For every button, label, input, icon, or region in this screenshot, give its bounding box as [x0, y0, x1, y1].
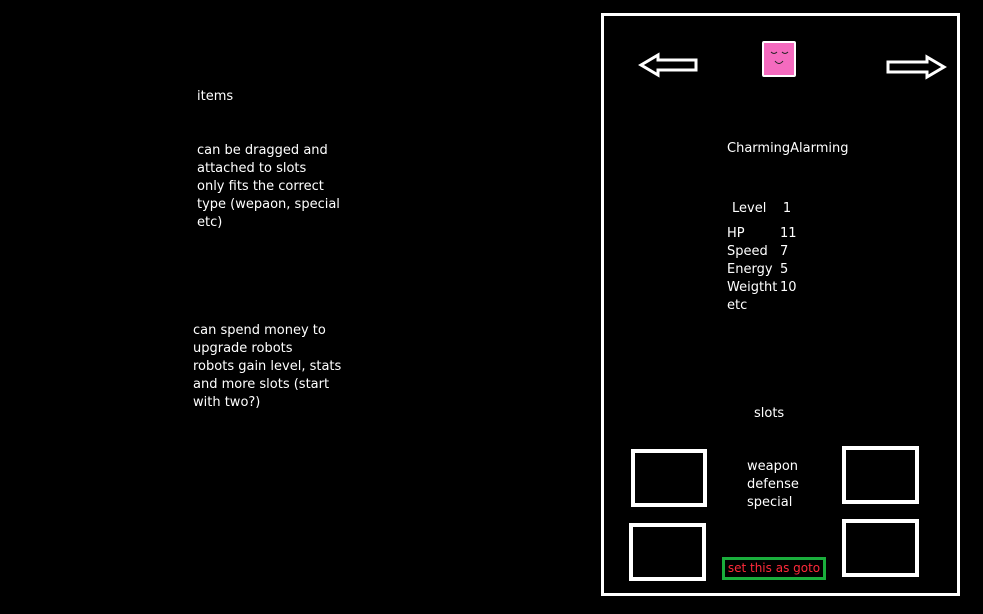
slots-label: slots: [754, 406, 785, 421]
right-arrow-icon[interactable]: [885, 54, 949, 80]
slot-bottom-right[interactable]: [842, 519, 919, 577]
stat-row: etc: [727, 297, 797, 315]
stat-label: HP: [727, 226, 745, 241]
items-description: can be dragged and attached to slots onl…: [197, 143, 340, 230]
robot-panel: CharmingAlarming Level 1 HP 11 Speed 7 Ene…: [601, 13, 960, 596]
stat-value: 7: [780, 244, 789, 259]
stat-value: 11: [780, 226, 797, 241]
stat-row: Speed 7: [727, 243, 797, 261]
slot-top-left[interactable]: [631, 449, 707, 507]
stat-label: Speed: [727, 244, 768, 259]
items-title: items: [197, 89, 234, 104]
level-row: Level 1: [732, 201, 791, 216]
slot-bottom-left[interactable]: [629, 523, 706, 581]
stat-label: Energy: [727, 262, 773, 277]
stat-value: 10: [780, 280, 797, 295]
stat-label: Weigtht: [727, 280, 778, 295]
robot-name: CharmingAlarming: [727, 141, 849, 156]
set-goto-button[interactable]: set this as goto: [722, 557, 826, 580]
robot-avatar[interactable]: [762, 41, 796, 77]
left-arrow-icon[interactable]: [638, 52, 700, 78]
upgrade-description: can spend money to upgrade robots robots…: [193, 323, 342, 410]
level-value: 1: [782, 201, 792, 216]
level-label: Level: [732, 201, 767, 216]
stat-row: Energy 5: [727, 261, 797, 279]
robot-face-icon: [770, 51, 789, 64]
slot-top-right[interactable]: [842, 446, 919, 504]
slot-types: weapon defense special: [747, 459, 799, 510]
stat-row: HP 11: [727, 225, 797, 243]
stat-value: 5: [780, 262, 789, 277]
stat-label: etc: [727, 298, 748, 313]
